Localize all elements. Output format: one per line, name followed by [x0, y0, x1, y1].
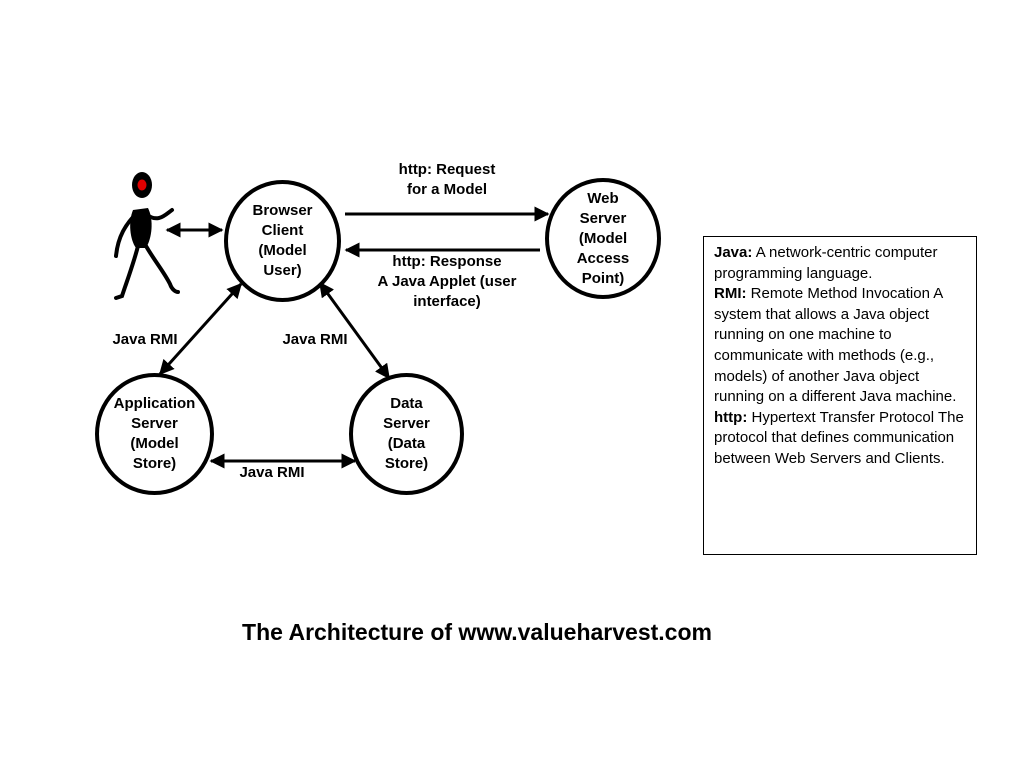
rmi-right-label: Java RMI	[282, 331, 348, 348]
glossary-definition: Hypertext Transfer Protocol The protocol…	[714, 408, 964, 467]
data-server-label: Data Server (Data Store)	[383, 395, 430, 472]
glossary-definition: Remote Method Invocation A system that a…	[714, 285, 957, 406]
response-label: http: Response A Java Applet (user inter…	[377, 253, 517, 310]
browser-client-node: Browser Client (Model User)	[224, 180, 341, 302]
glossary-entry-http: http: Hypertext Transfer Protocol The pr…	[714, 408, 966, 470]
application-server-label: Application Server (Model Store)	[113, 395, 196, 472]
data-server-node: Data Server (Data Store)	[349, 373, 464, 495]
glossary-entry-rmi: RMI: Remote Method Invocation A system t…	[714, 284, 966, 408]
web-server-node: Web Server (Model Access Point)	[545, 178, 661, 299]
glossary-box: Java: A network-centric computer program…	[703, 236, 977, 555]
browser-client-label: Browser Client (Model User)	[252, 202, 313, 279]
glossary-definition: A network-centric computer programming l…	[714, 244, 938, 282]
glossary-term: Java:	[714, 244, 753, 261]
glossary-term: RMI:	[714, 285, 747, 303]
rmi-left-label: Java RMI	[112, 331, 178, 348]
glossary-term: http:	[714, 408, 748, 426]
browser-app-arrow	[158, 282, 243, 376]
application-server-node: Application Server (Model Store)	[95, 373, 214, 495]
request-label: http: Request for a Model	[398, 161, 496, 198]
glossary-entry-java: Java: A network-centric computer program…	[714, 243, 966, 284]
browser-data-arrow	[318, 281, 391, 380]
user-figure-icon	[114, 172, 180, 300]
page-title: The Architecture of www.valueharvest.com	[242, 619, 712, 645]
rmi-bottom-label: Java RMI	[239, 464, 305, 481]
web-server-label: Web Server (Model Access Point)	[576, 189, 630, 287]
